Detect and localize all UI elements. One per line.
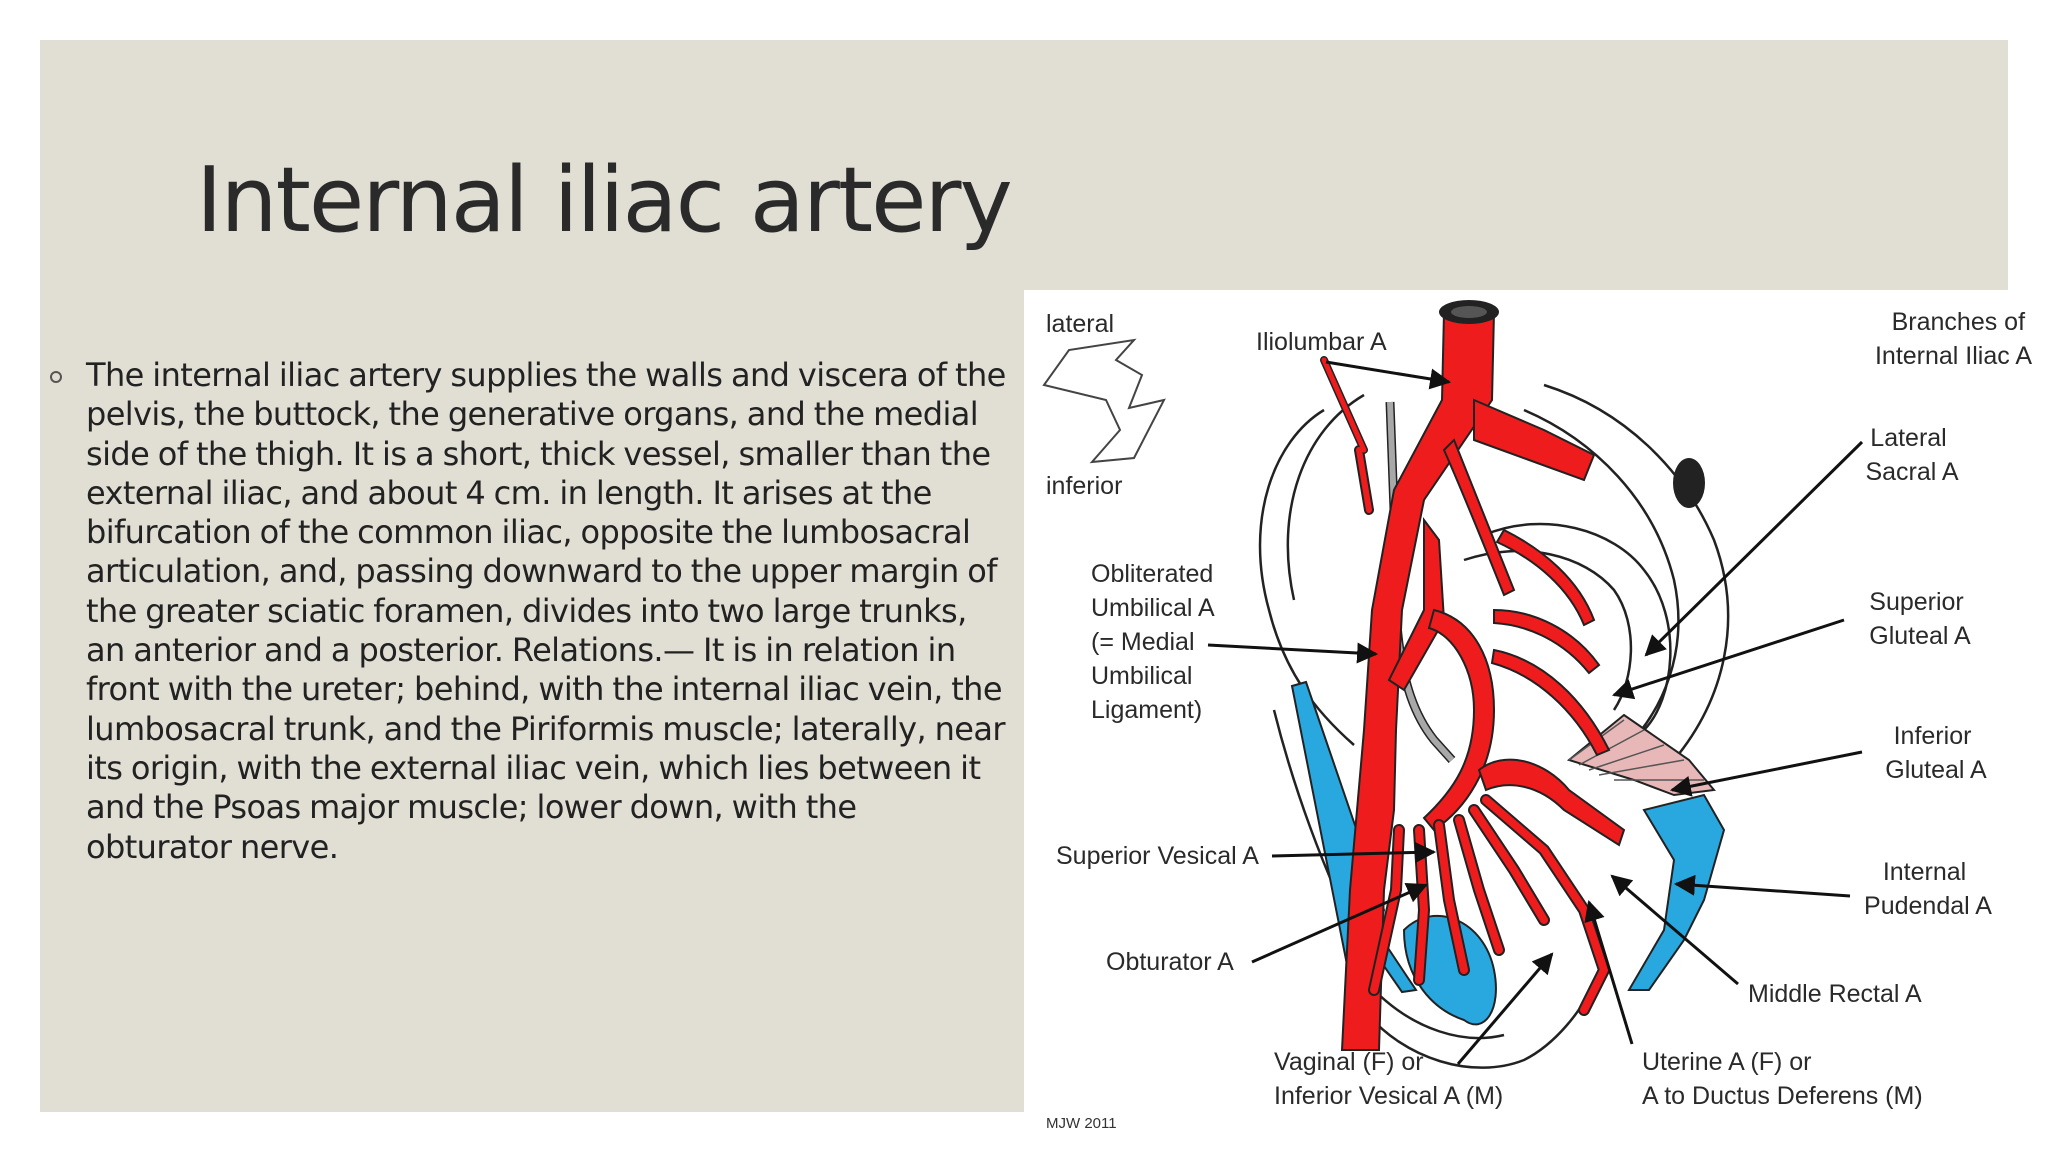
label-lateral-sacral: Lateral Sacral A (1865, 424, 1958, 486)
bullet-circle-icon (50, 371, 62, 383)
anatomy-figure: lateral inferior Iliolumbar A Branches o… (1024, 290, 2048, 1152)
slide-title: Internal iliac artery (196, 148, 1013, 253)
label-internal-pudendal: Internal Pudendal A (1864, 858, 1992, 920)
label-superior-gluteal: Superior Gluteal A (1869, 588, 1971, 650)
internal-iliac-diagram: lateral inferior Iliolumbar A Branches o… (1042, 300, 2032, 1132)
label-obliterated-umbilical: Obliterated Umbilical A (= Medial Umbili… (1091, 560, 1220, 724)
label-iliolumbar: Iliolumbar A (1256, 328, 1387, 356)
piriformis-muscle (1566, 713, 1716, 797)
bullet-list: The internal iliac artery supplies the w… (50, 356, 1010, 867)
figure-credit: MJW 2011 (1046, 1115, 1117, 1132)
orientation-arrows-icon (1042, 338, 1166, 464)
label-uterine: Uterine A (F) or A to Ductus Deferens (M… (1642, 1048, 1923, 1110)
label-middle-rectal: Middle Rectal A (1748, 980, 1922, 1008)
figure-heading: Branches of Internal Iliac A (1875, 308, 2032, 370)
bullet-text: The internal iliac artery supplies the w… (86, 356, 1006, 866)
label-superior-vesical: Superior Vesical A (1056, 842, 1259, 870)
label-lateral: lateral (1046, 310, 1114, 338)
label-inferior: inferior (1046, 472, 1122, 500)
label-vaginal: Vaginal (F) or Inferior Vesical A (M) (1274, 1048, 1503, 1110)
bullet-item: The internal iliac artery supplies the w… (50, 356, 1010, 867)
label-inferior-gluteal: Inferior Gluteal A (1885, 722, 1987, 784)
pelvis-outline (1258, 383, 1730, 1069)
pointer-arrows (1207, 360, 1864, 1065)
label-obturator: Obturator A (1106, 948, 1234, 976)
external-iliac-opening (1673, 458, 1705, 508)
